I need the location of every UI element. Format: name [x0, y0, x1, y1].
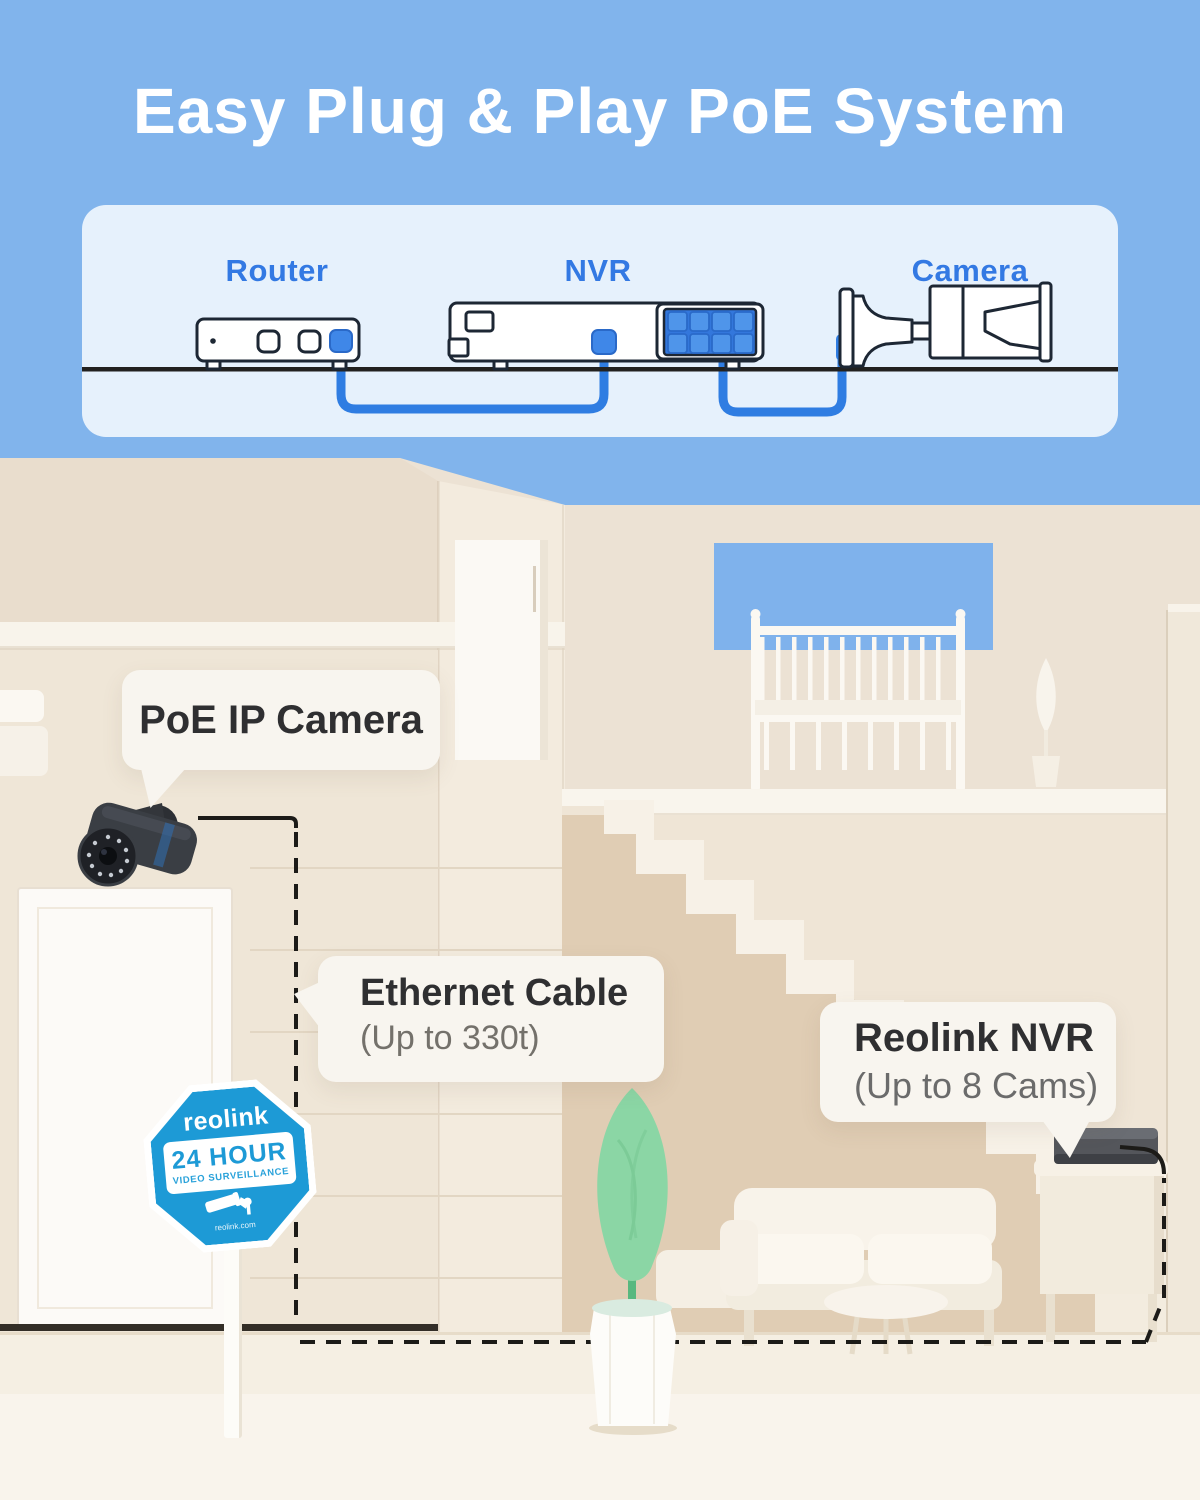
bullet-camera — [77, 802, 197, 887]
nvr-illustration — [447, 301, 765, 371]
crib — [750, 609, 966, 792]
cable-solid-from-camera — [198, 816, 298, 828]
diagram-label-router: Router — [225, 253, 329, 288]
diagram-panel: Router NVR Camera — [82, 205, 1118, 437]
page-title: Easy Plug & Play PoE System — [132, 75, 1068, 147]
sign-text-box: 24 HOUR VIDEO SURVEILLANCE — [163, 1131, 297, 1194]
sign-camera-icon — [200, 1186, 267, 1223]
camera-illustration — [836, 281, 1053, 369]
poe-camera-callout: PoE IP Camera — [122, 670, 440, 808]
right-wall — [1166, 604, 1200, 1332]
cable-dashed-riser — [1144, 1178, 1166, 1343]
diagram-illustration — [82, 281, 1118, 417]
bench — [0, 690, 48, 776]
white-topiary — [1032, 658, 1060, 787]
reolink-nvr-callout-title: Reolink NVR — [854, 1016, 1095, 1060]
ethernet-cable-callout-subtitle: (Up to 330t) — [360, 1019, 540, 1057]
reolink-nvr-callout-subtitle: (Up to 8 Cams) — [854, 1065, 1099, 1106]
router-illustration — [195, 317, 361, 371]
left-front-wall — [0, 458, 438, 648]
diagram-surface-line — [82, 367, 1118, 372]
diagram-cables — [336, 347, 847, 417]
diagram-label-camera: Camera — [911, 253, 1029, 288]
poe-camera-callout-title: PoE IP Camera — [139, 698, 423, 742]
cable-solid-to-nvr — [1119, 1145, 1166, 1175]
coffee-table — [824, 1285, 948, 1355]
wall-base-line — [0, 1324, 438, 1331]
potted-plant — [589, 1088, 677, 1435]
sign-face: reolink 24 HOUR VIDEO SURVEILLANCE reoli… — [147, 1083, 314, 1250]
upper-floor-ledge — [562, 789, 1200, 817]
closet — [455, 540, 548, 760]
surveillance-sign: reolink 24 HOUR VIDEO SURVEILLANCE reoli… — [139, 1075, 321, 1257]
reolink-nvr-callout: Reolink NVR (Up to 8 Cams) — [820, 1002, 1116, 1158]
sign-post — [224, 1240, 242, 1438]
ethernet-cable-route — [198, 816, 1166, 1344]
sign-brand: reolink — [182, 1101, 270, 1137]
diagram-label-nvr: NVR — [564, 253, 632, 288]
ethernet-cable-callout-title: Ethernet Cable — [360, 972, 629, 1014]
sofa — [656, 1188, 1002, 1346]
ethernet-cable-callout: Ethernet Cable (Up to 330t) — [294, 956, 664, 1082]
